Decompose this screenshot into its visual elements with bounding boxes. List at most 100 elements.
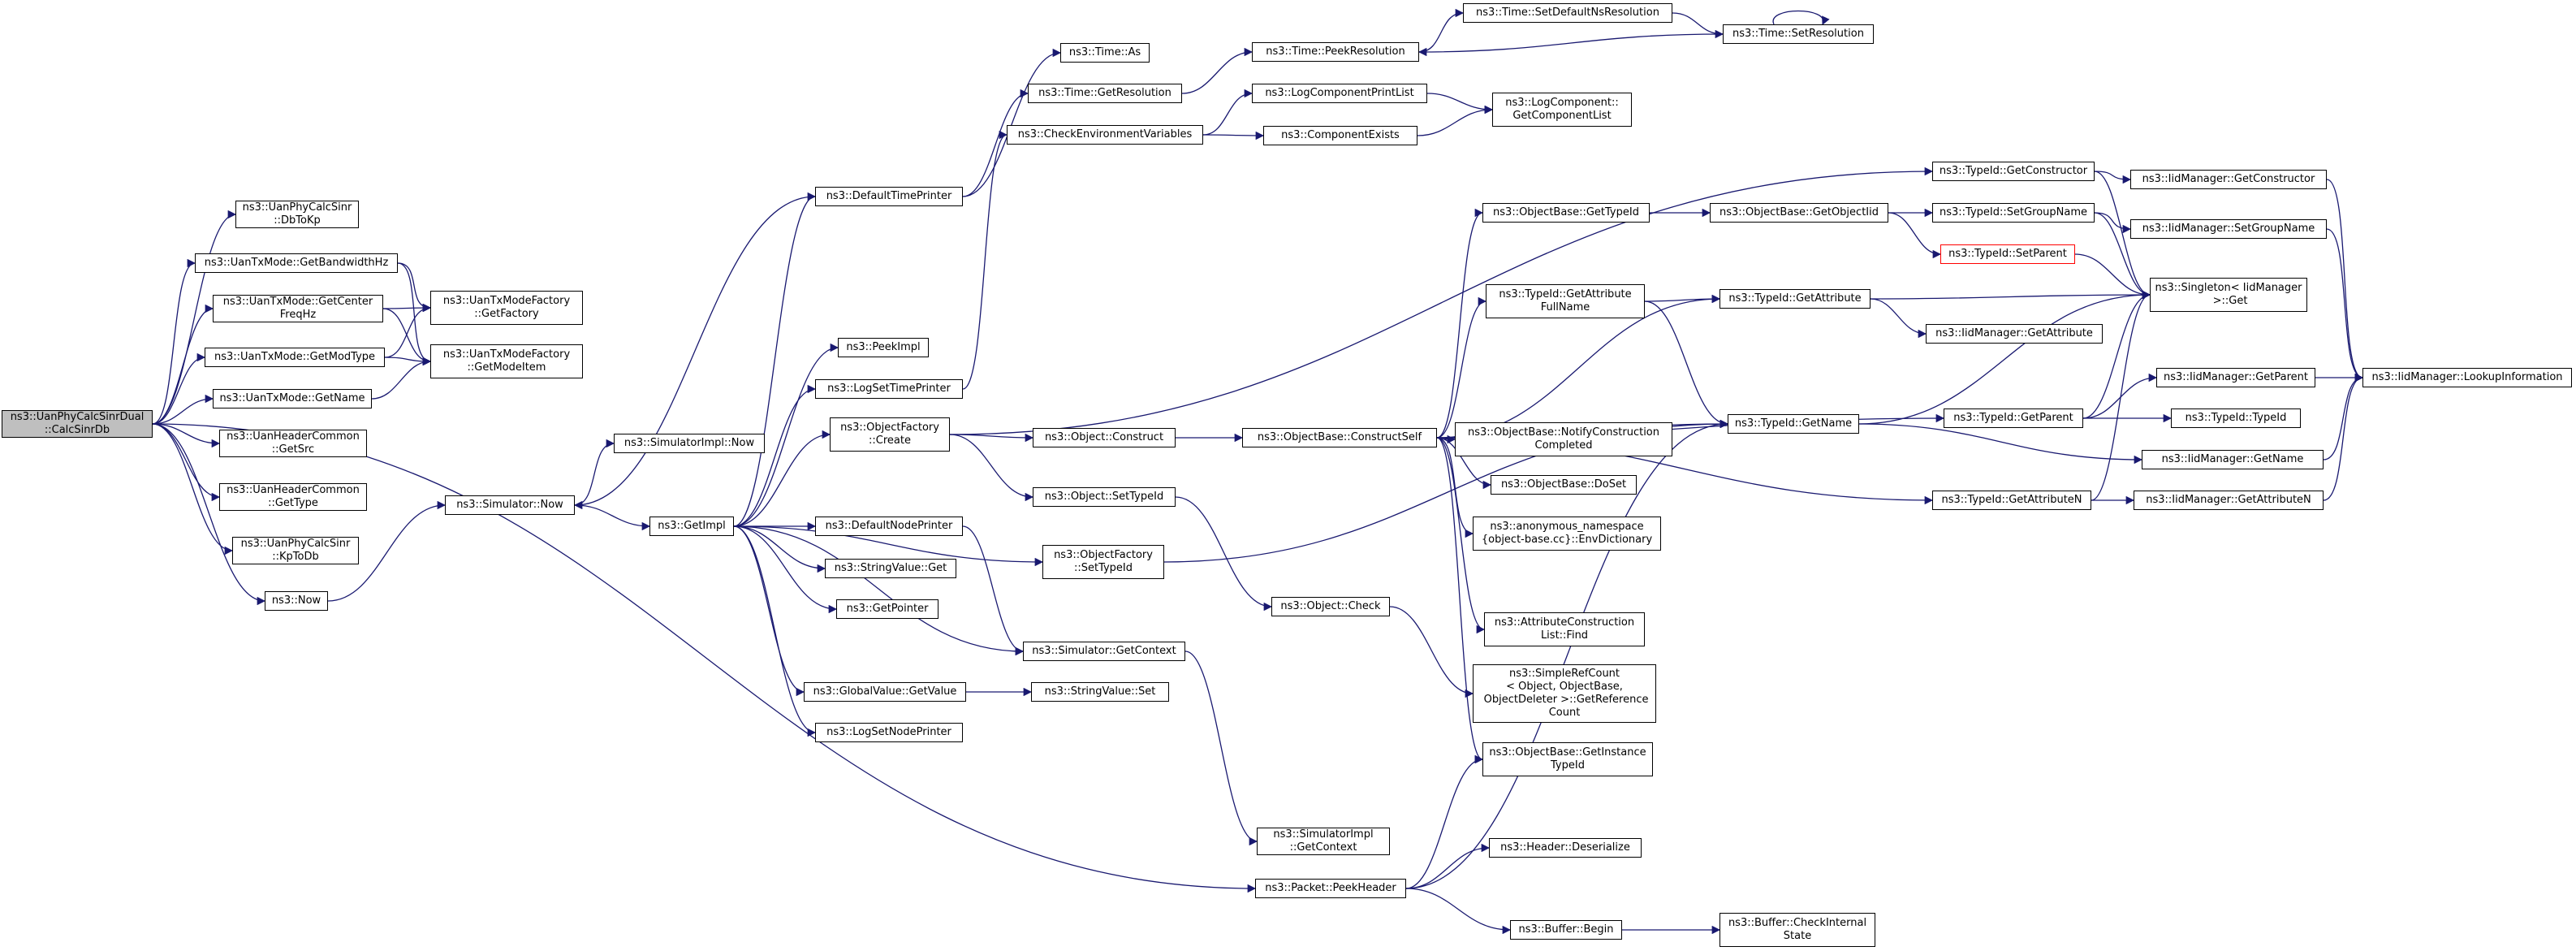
- node-typeid-getattribute[interactable]: ns3::TypeId::GetAttribute: [1719, 289, 1871, 309]
- node-simulatorimpl-now[interactable]: ns3::SimulatorImpl::Now: [614, 434, 765, 453]
- node-object-settypeid[interactable]: ns3::Object::SetTypeId: [1033, 487, 1176, 507]
- node-uantxmode-getmodtype[interactable]: ns3::UanTxMode::GetModType: [205, 348, 385, 367]
- node-typeid-setgroupname[interactable]: ns3::TypeId::SetGroupName: [1932, 203, 2095, 223]
- node-time-as[interactable]: ns3::Time::As: [1060, 43, 1150, 63]
- call-edge-iid_setgroupname-to-iid_lookupinfo: [2326, 228, 2364, 383]
- call-edge-getimpl-to-peekimpl: [733, 343, 839, 527]
- node-simplerefcount-getreferencecount[interactable]: ns3::SimpleRefCount < Object, ObjectBase…: [1473, 664, 1656, 723]
- call-edge-typeid_getname-to-singleton_get: [1858, 290, 2151, 425]
- node-objectbase-gettypeid[interactable]: ns3::ObjectBase::GetTypeId: [1482, 203, 1650, 223]
- node-objectbase-notifyconstructioncompleted[interactable]: ns3::ObjectBase::NotifyConstruction Comp…: [1455, 422, 1672, 456]
- call-edge-getbw-to-getfactory: [397, 262, 432, 313]
- node-typeid-getname[interactable]: ns3::TypeId::GetName: [1728, 414, 1859, 434]
- node-iidmanager-lookupinformation[interactable]: ns3::IidManager::LookupInformation: [2362, 368, 2572, 387]
- node-time-peekresolution[interactable]: ns3::Time::PeekResolution: [1252, 42, 1419, 62]
- node-logcomponentprintlist[interactable]: ns3::LogComponentPrintList: [1252, 84, 1427, 103]
- node-uanheadercommon-getsrc[interactable]: ns3::UanHeaderCommon ::GetSrc: [219, 430, 367, 457]
- call-edge-objbase_getobjectiid-to-typeid_setparent: [1888, 212, 1942, 259]
- node-iidmanager-getattributen[interactable]: ns3::IidManager::GetAttributeN: [2134, 491, 2324, 510]
- node-typeid-getparent[interactable]: ns3::TypeId::GetParent: [1944, 408, 2083, 428]
- node-object-check[interactable]: ns3::Object::Check: [1271, 597, 1390, 616]
- node-uantxmode-getcenterfreqhz[interactable]: ns3::UanTxMode::GetCenter FreqHz: [213, 295, 383, 322]
- call-edge-defaultnodeprinter-to-sim_getcontext: [962, 525, 1025, 656]
- node-attributeconstructionlist-find[interactable]: ns3::AttributeConstruction List::Find: [1484, 612, 1645, 646]
- call-edge-root-to-now: [152, 423, 266, 606]
- call-edge-getimpl-to-getpointer: [733, 525, 838, 614]
- node-singleton-iidmanager-get[interactable]: ns3::Singleton< IidManager >::Get: [2150, 278, 2307, 312]
- node-time-setdefaultnsresolution[interactable]: ns3::Time::SetDefaultNsResolution: [1463, 3, 1672, 23]
- call-edge-time_setdefaultns-to-time_setresolution: [1672, 12, 1724, 39]
- call-edge-root-to-getname_tx: [152, 394, 214, 425]
- call-edge-defaulttimeprinter-to-time_as: [962, 48, 1062, 197]
- call-edge-componentexists-to-logcomp_getlist: [1417, 105, 1494, 136]
- node-stringvalue-set[interactable]: ns3::StringValue::Set: [1031, 682, 1169, 702]
- node-time-getresolution[interactable]: ns3::Time::GetResolution: [1028, 84, 1182, 103]
- node-objectfactory-create[interactable]: ns3::ObjectFactory ::Create: [830, 417, 950, 452]
- node-objectbase-doset[interactable]: ns3::ObjectBase::DoSet: [1491, 475, 1637, 495]
- node-iidmanager-setgroupname[interactable]: ns3::IidManager::SetGroupName: [2130, 219, 2327, 239]
- node-object-construct[interactable]: ns3::Object::Construct: [1033, 428, 1176, 447]
- call-edge-time_getresolution-to-time_peekresolution: [1181, 47, 1253, 94]
- call-edge-objbase_constructself-to-attrconstr_find: [1436, 437, 1486, 634]
- node-defaulttimeprinter[interactable]: ns3::DefaultTimePrinter: [815, 187, 963, 206]
- call-edge-time_setresolution-to-time_peekresolution: [1417, 33, 1724, 57]
- node-anonymous-namespace-envdictionary[interactable]: ns3::anonymous_namespace {object-base.cc…: [1473, 517, 1661, 551]
- node-uantxmodefactory-getmodeitem[interactable]: ns3::UanTxModeFactory ::GetModeItem: [430, 344, 583, 378]
- node-defaultnodeprinter[interactable]: ns3::DefaultNodePrinter: [815, 517, 963, 536]
- call-edge-root-to-gettype_hdr: [152, 423, 221, 502]
- node-objectbase-constructself[interactable]: ns3::ObjectBase::ConstructSelf: [1242, 428, 1437, 447]
- node-iidmanager-getname[interactable]: ns3::IidManager::GetName: [2142, 450, 2324, 469]
- call-edge-time_setresolution-to-time_setresolution: [1772, 10, 1830, 25]
- call-edge-typeid_getname-to-iid_getname: [1858, 423, 2143, 465]
- node-typeid-getattributefullname[interactable]: ns3::TypeId::GetAttribute FullName: [1486, 284, 1645, 318]
- node-uanphycalcsinrdual-calcsinrdb[interactable]: ns3::UanPhyCalcSinrDual ::CalcSinrDb: [2, 410, 153, 438]
- node-globalvalue-getvalue[interactable]: ns3::GlobalValue::GetValue: [804, 682, 966, 702]
- node-getpointer[interactable]: ns3::GetPointer: [836, 599, 938, 619]
- node-simulator-now[interactable]: ns3::Simulator::Now: [445, 495, 575, 515]
- node-typeid-setparent[interactable]: ns3::TypeId::SetParent: [1940, 244, 2075, 264]
- call-edge-logcompprintlist-to-logcomp_getlist: [1426, 93, 1494, 115]
- node-packet-peekheader[interactable]: ns3::Packet::PeekHeader: [1255, 879, 1406, 898]
- node-now[interactable]: ns3::Now: [265, 591, 328, 611]
- call-edge-objbase_constructself-to-objbase_getinstance: [1436, 437, 1484, 764]
- node-typeid-typeid[interactable]: ns3::TypeId::TypeId: [2171, 408, 2301, 428]
- node-simulator-getcontext[interactable]: ns3::Simulator::GetContext: [1023, 642, 1185, 661]
- node-getimpl[interactable]: ns3::GetImpl: [649, 517, 734, 536]
- call-edge-typeid_getconstructor-to-iid_getconstructor: [2094, 171, 2132, 184]
- node-buffer-checkinternalstate[interactable]: ns3::Buffer::CheckInternal State: [1719, 913, 1875, 947]
- node-buffer-begin[interactable]: ns3::Buffer::Begin: [1510, 920, 1622, 940]
- node-uantxmode-getname[interactable]: ns3::UanTxMode::GetName: [213, 389, 372, 408]
- node-typeid-getattributen[interactable]: ns3::TypeId::GetAttributeN: [1932, 491, 2091, 510]
- node-logcomponent-getcomponentlist[interactable]: ns3::LogComponent:: GetComponentList: [1492, 93, 1632, 127]
- call-edge-iid_getattributen-to-iid_lookupinfo: [2323, 373, 2364, 501]
- call-edge-getimpl-to-defaulttimeprinter: [733, 192, 817, 527]
- node-header-deserialize[interactable]: ns3::Header::Deserialize: [1489, 838, 1642, 858]
- node-stringvalue-get[interactable]: ns3::StringValue::Get: [825, 559, 956, 578]
- node-typeid-getconstructor[interactable]: ns3::TypeId::GetConstructor: [1932, 162, 2095, 181]
- node-peekimpl[interactable]: ns3::PeekImpl: [838, 338, 929, 357]
- node-uanphycalcsinr-dbtokp[interactable]: ns3::UanPhyCalcSinr ::DbToKp: [235, 201, 359, 228]
- call-edge-getimpl-to-logsettimeprinter: [733, 384, 817, 527]
- node-simulatorimpl-getcontext[interactable]: ns3::SimulatorImpl ::GetContext: [1257, 828, 1390, 855]
- node-iidmanager-getattribute[interactable]: ns3::IidManager::GetAttribute: [1926, 324, 2103, 344]
- node-iidmanager-getconstructor[interactable]: ns3::IidManager::GetConstructor: [2130, 170, 2327, 189]
- call-edge-typeid_getattribute-to-singleton_get: [1870, 290, 2151, 300]
- call-edge-objbase_constructself-to-objbase_doset: [1436, 437, 1492, 490]
- node-uanphycalcsinr-kptodb[interactable]: ns3::UanPhyCalcSinr ::KpToDb: [232, 537, 359, 564]
- call-edge-typeid_getparent-to-singleton_get: [2082, 290, 2151, 419]
- node-logsettimeprinter[interactable]: ns3::LogSetTimePrinter: [815, 379, 963, 399]
- node-objectfactory-settypeid[interactable]: ns3::ObjectFactory ::SetTypeId: [1042, 545, 1164, 579]
- node-uantxmodefactory-getfactory[interactable]: ns3::UanTxModeFactory ::GetFactory: [430, 291, 583, 325]
- call-edge-typeid_setgroupname-to-iid_setgroupname: [2094, 212, 2132, 234]
- node-logsetnodeprinter[interactable]: ns3::LogSetNodePrinter: [815, 723, 963, 742]
- node-checkenvironmentvariables[interactable]: ns3::CheckEnvironmentVariables: [1007, 125, 1203, 145]
- node-objectbase-getobjectiid[interactable]: ns3::ObjectBase::GetObjectIid: [1710, 203, 1888, 223]
- call-edge-getcenter-to-getfactory: [382, 303, 432, 313]
- node-uanheadercommon-gettype[interactable]: ns3::UanHeaderCommon ::GetType: [219, 483, 367, 511]
- node-uantxmode-getbandwidthhz[interactable]: ns3::UanTxMode::GetBandwidthHz: [195, 253, 398, 273]
- node-time-setresolution[interactable]: ns3::Time::SetResolution: [1723, 24, 1874, 44]
- node-iidmanager-getparent[interactable]: ns3::IidManager::GetParent: [2156, 368, 2315, 387]
- call-edge-time_peekresolution-to-time_setdefaultns: [1418, 8, 1465, 53]
- node-objectbase-getinstancetypeid[interactable]: ns3::ObjectBase::GetInstance TypeId: [1482, 742, 1653, 776]
- node-componentexists[interactable]: ns3::ComponentExists: [1263, 126, 1417, 145]
